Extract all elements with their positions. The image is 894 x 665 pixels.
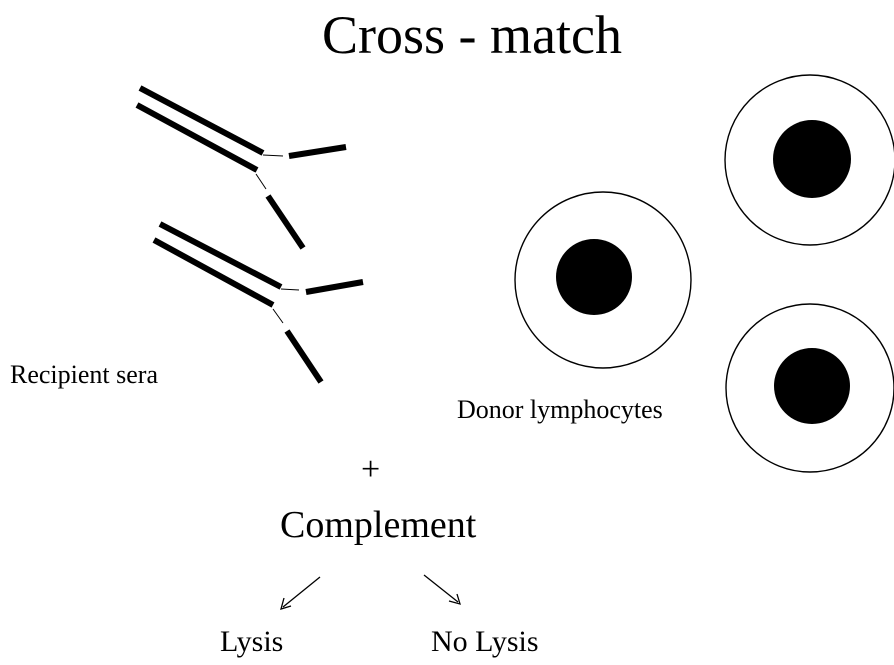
recipient-sera-label: Recipient sera — [10, 362, 158, 388]
lymphocyte-icon — [725, 75, 894, 245]
diagram-title: Cross - match — [0, 8, 894, 62]
donor-lymphocytes-label: Donor lymphocytes — [457, 397, 665, 423]
arrow-right-down-icon — [424, 575, 460, 604]
lymphocyte-icon — [515, 192, 691, 368]
complement-label: Complement — [280, 506, 476, 544]
antibody-icon — [137, 88, 346, 248]
no-lysis-outcome-label: No Lysis — [431, 627, 539, 657]
lymphocyte-icon — [726, 304, 894, 472]
lysis-outcome-label: Lysis — [220, 627, 283, 657]
plus-sign: + — [361, 453, 380, 487]
antibody-icon — [154, 224, 363, 382]
arrow-left-down-icon — [281, 577, 320, 609]
